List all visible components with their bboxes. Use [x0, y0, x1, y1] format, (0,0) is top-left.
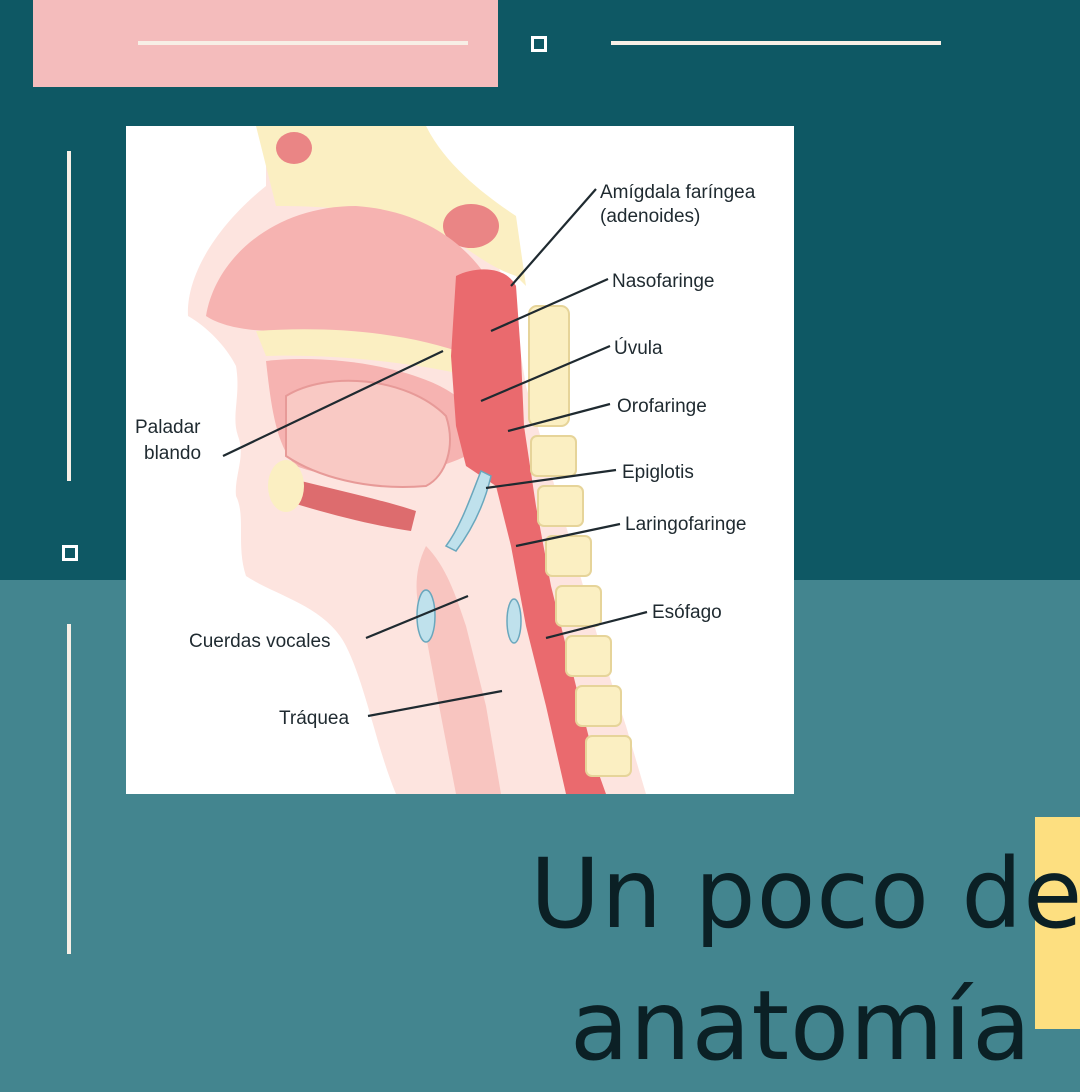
jaw-muscle — [296, 481, 416, 531]
decor-line-left-top — [67, 151, 71, 481]
label-laringofaringe: Laringofaringe — [625, 514, 746, 535]
label-amigdala-line2: (adenoides) — [600, 206, 700, 227]
label-amigdala-line1: Amígdala faríngea — [600, 182, 756, 203]
decor-square-top — [531, 36, 547, 52]
mandible-bone — [268, 460, 304, 512]
decor-square-left — [62, 545, 78, 561]
sinus-cavity-back — [443, 204, 499, 248]
sinus-cavity-front — [276, 132, 312, 164]
page-title: Un poco de anatomía — [530, 828, 1080, 1092]
decor-yellow-block — [1035, 817, 1080, 1029]
cervical-spine — [528, 305, 632, 777]
label-paladar-line2: blando — [144, 443, 201, 464]
skull-bone — [256, 126, 526, 286]
label-cuerdas-vocales: Cuerdas vocales — [189, 631, 331, 652]
decor-line-left-bottom — [67, 624, 71, 954]
title-line-2: anatomía — [570, 970, 1032, 1082]
label-nasofaringe: Nasofaringe — [612, 271, 714, 292]
label-paladar-line1: Paladar — [135, 417, 201, 438]
leader-lines — [222, 188, 648, 718]
label-traquea: Tráquea — [279, 708, 349, 729]
label-esofago: Esófago — [652, 602, 722, 623]
cricoid-cartilage — [506, 598, 522, 644]
label-orofaringe: Orofaringe — [617, 396, 707, 417]
nasal-cavity — [206, 206, 486, 356]
label-epiglotis: Epiglotis — [622, 462, 694, 483]
label-uvula: Úvula — [614, 337, 663, 359]
decor-line-top-right — [611, 41, 941, 45]
decor-line-top-left — [138, 41, 468, 45]
epiglottis-shape — [444, 469, 492, 552]
anatomy-diagram: Amígdala faríngea (adenoides) Nasofaring… — [126, 126, 794, 794]
pharynx-illustration: Amígdala faríngea (adenoides) Nasofaring… — [135, 126, 756, 794]
title-line-1: Un poco de — [530, 838, 1080, 950]
